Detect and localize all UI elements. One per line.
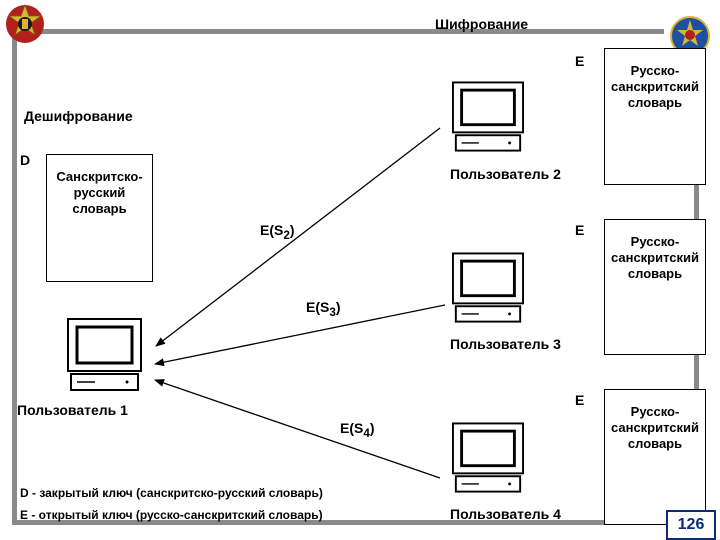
russian-sanskrit-dictionary-2: Русско- санскритский словарь	[604, 48, 706, 185]
user-1-label: Пользователь 1	[17, 402, 128, 418]
user-2-label: Пользователь 2	[450, 166, 561, 182]
arrow-icon-from-user-2	[155, 127, 441, 347]
arrow-icon-from-user-4	[154, 379, 441, 479]
public-key-label-4: E	[575, 392, 585, 408]
frame-left	[12, 29, 17, 525]
computer-icon-user-3	[452, 252, 524, 323]
message-close: )	[369, 420, 375, 436]
user-3-label: Пользователь 3	[450, 336, 561, 352]
russian-sanskrit-dictionary-4: Русско- санскритский словарь	[604, 389, 706, 525]
message-subscript: 3	[329, 305, 336, 319]
sanskrit-russian-dictionary: Санскритско- русский словарь	[46, 154, 153, 282]
frame-top	[12, 29, 664, 34]
computer-icon-user-2	[452, 81, 524, 152]
page-number: 126	[666, 510, 716, 540]
computer-icon-user-4	[452, 422, 524, 493]
message-label-s3: E(S3)	[306, 299, 341, 319]
private-key-label: D	[20, 152, 31, 168]
message-base: E(S	[340, 420, 364, 436]
message-close: )	[289, 222, 295, 238]
encryption-title: Шифрование	[435, 16, 529, 32]
emblem-right-icon	[670, 16, 710, 56]
message-close: )	[335, 299, 341, 315]
decryption-title: Дешифрование	[24, 108, 133, 124]
message-subscript: 4	[363, 426, 370, 440]
legend-private-key: D - закрытый ключ (санскритско-русский с…	[20, 486, 323, 500]
arrow-icon-from-user-3	[154, 304, 446, 367]
message-base: E(S	[260, 222, 284, 238]
frame-bottom	[12, 520, 664, 525]
computer-icon-user-1	[67, 318, 142, 391]
message-label-s4: E(S4)	[340, 420, 375, 440]
message-subscript: 2	[283, 228, 290, 242]
message-label-s2: E(S2)	[260, 222, 295, 242]
message-base: E(S	[306, 299, 330, 315]
user-4-label: Пользователь 4	[450, 506, 561, 522]
legend-public-key: E - открытый ключ (русско-санскритский с…	[20, 508, 323, 522]
public-key-label-2: E	[575, 53, 585, 69]
public-key-label-3: E	[575, 222, 585, 238]
emblem-left-icon	[6, 3, 44, 43]
russian-sanskrit-dictionary-3: Русско- санскритский словарь	[604, 219, 706, 355]
